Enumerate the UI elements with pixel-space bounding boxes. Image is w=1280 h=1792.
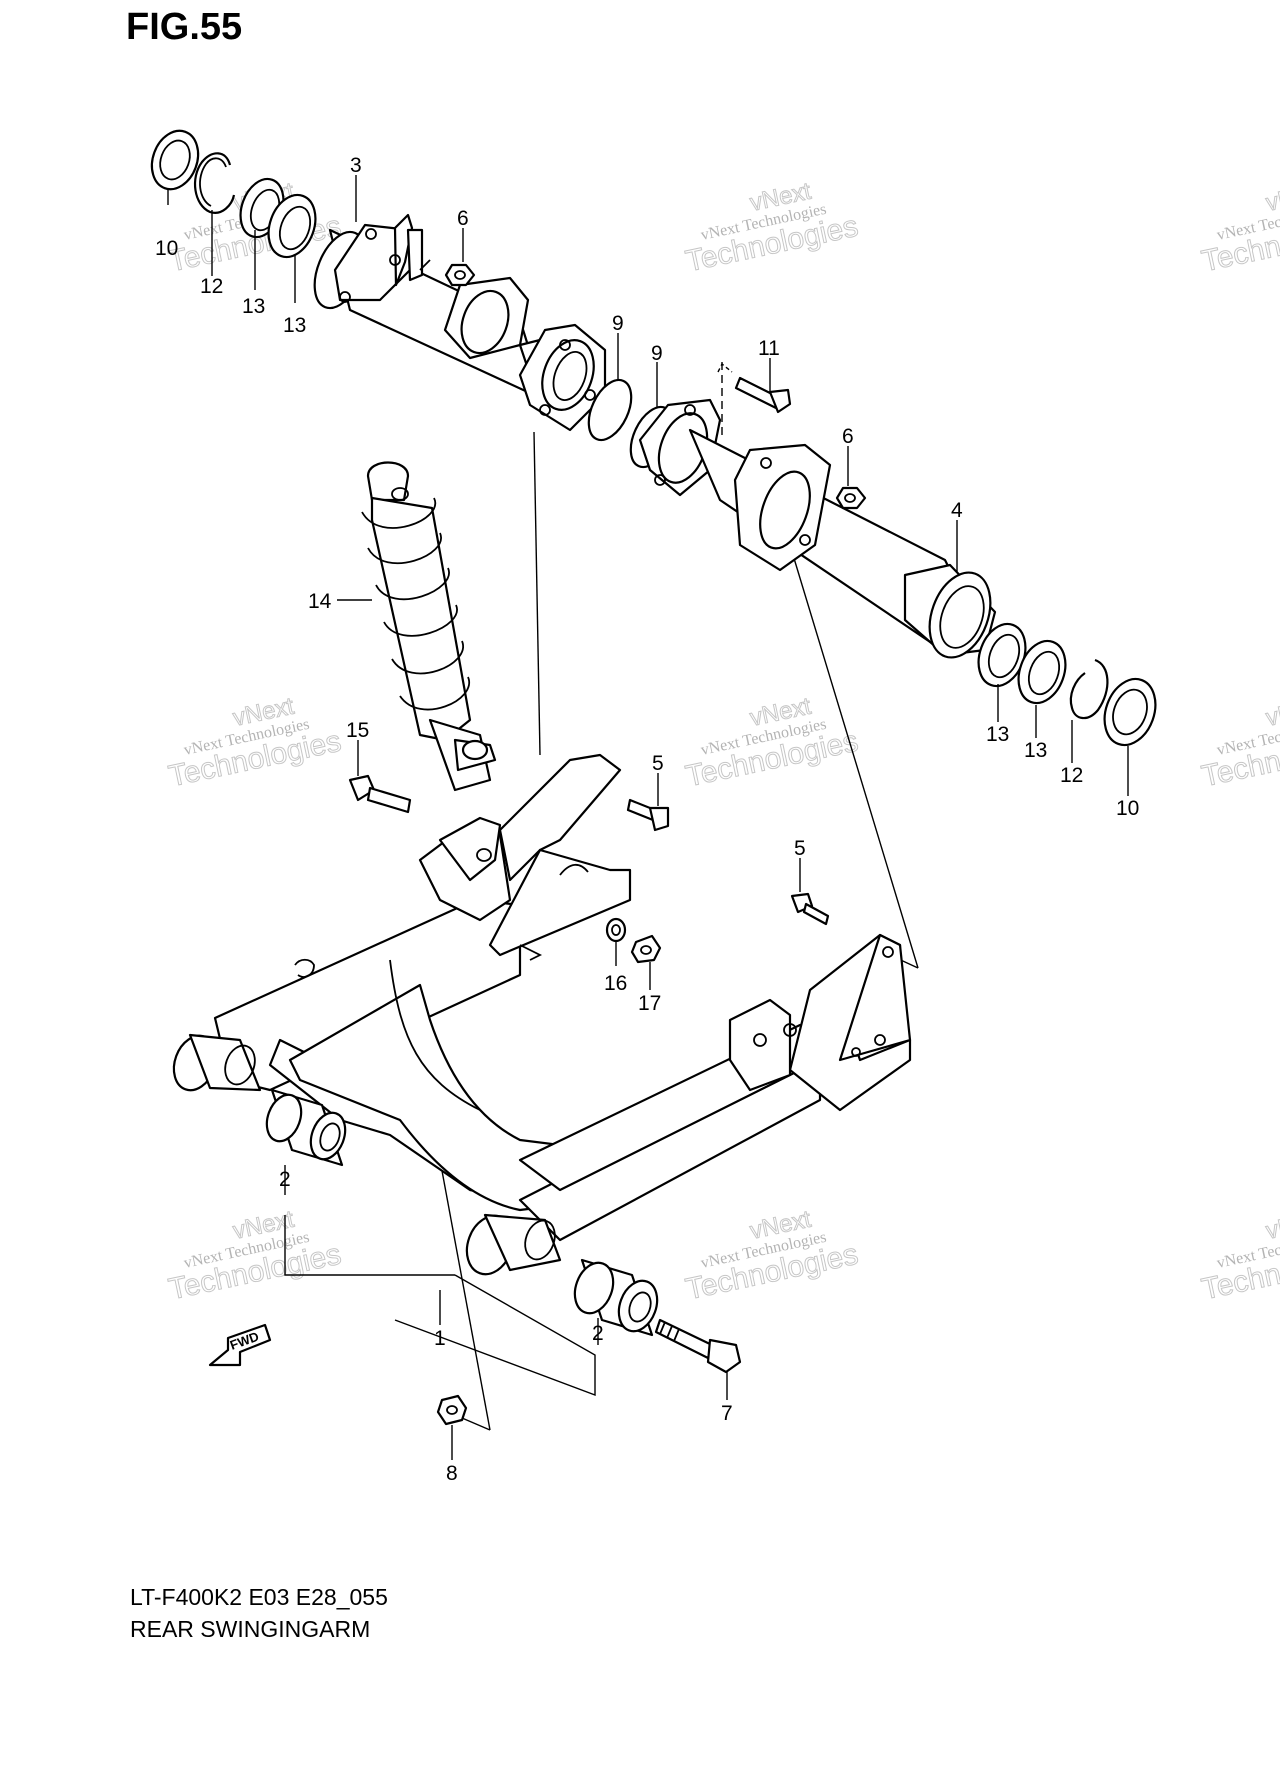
nut-6-right [835, 486, 867, 510]
oil-seal-right [1103, 677, 1157, 747]
callout-4: 4 [951, 499, 963, 522]
pivot-tube-left [313, 213, 607, 432]
callout-12: 12 [200, 275, 223, 298]
callout-7: 7 [721, 1402, 733, 1425]
nut-8 [436, 1394, 468, 1426]
bolt-15 [348, 774, 412, 814]
bolt-5-lower [790, 892, 830, 926]
svg-text:vNext: vNext [1264, 1206, 1280, 1245]
assembly-lines [284, 362, 919, 1431]
callout-5: 5 [652, 752, 664, 775]
callout-8: 8 [446, 1462, 458, 1485]
callout-16: 16 [604, 972, 627, 995]
diagram-name: REAR SWINGINGARM [130, 1616, 371, 1642]
callout-17: 17 [638, 992, 661, 1015]
callout-2: 2 [592, 1322, 604, 1345]
callouts: 10 12 13 13 3 6 9 9 11 6 4 14 13 13 12 1… [155, 154, 1139, 1485]
figure-title: FIG.55 [126, 6, 243, 48]
callout-3: 3 [350, 154, 362, 177]
washer-16 [605, 917, 627, 943]
bushing-2-left [265, 1088, 347, 1167]
bolt-5-upper [626, 798, 670, 832]
circlip-left [194, 152, 236, 214]
o-ring-9-left [587, 378, 633, 442]
callout-6: 6 [842, 425, 854, 448]
callout-13: 13 [986, 723, 1009, 746]
callout-9: 9 [612, 312, 624, 335]
fwd-arrow: FWD [208, 1323, 272, 1367]
pivot-bolt-7 [654, 1318, 742, 1374]
callout-9: 9 [651, 342, 663, 365]
callout-13: 13 [283, 314, 306, 337]
callout-13: 13 [242, 295, 265, 318]
callout-15: 15 [346, 719, 369, 742]
svg-text:vNext: vNext [1264, 693, 1280, 732]
callout-10: 10 [1116, 797, 1139, 820]
model-code: LT-F400K2 E03 E28_055 [130, 1584, 388, 1610]
callout-14: 14 [308, 590, 332, 613]
leader-lines [167, 175, 1129, 1460]
callout-2: 2 [279, 1168, 291, 1191]
callout-10: 10 [155, 237, 178, 260]
oil-seal-left [150, 129, 200, 191]
callout-12: 12 [1060, 764, 1083, 787]
circlip-right [1069, 658, 1109, 720]
pivot-tube-right [638, 398, 997, 659]
callout-13: 13 [1024, 739, 1047, 762]
bearing-right-outer [1017, 639, 1067, 705]
callout-11: 11 [758, 337, 780, 360]
bolt-11 [734, 376, 792, 414]
svg-text:vNext: vNext [1264, 178, 1280, 217]
callout-6: 6 [457, 207, 469, 230]
swingarm [172, 753, 912, 1276]
nut-upper-left [444, 263, 476, 287]
bearing-left-outer [239, 177, 317, 259]
callout-1: 1 [434, 1327, 446, 1350]
shock-absorber [361, 461, 497, 792]
callout-5: 5 [794, 837, 806, 860]
nut-17 [630, 934, 662, 964]
bushing-2-right [573, 1258, 659, 1337]
